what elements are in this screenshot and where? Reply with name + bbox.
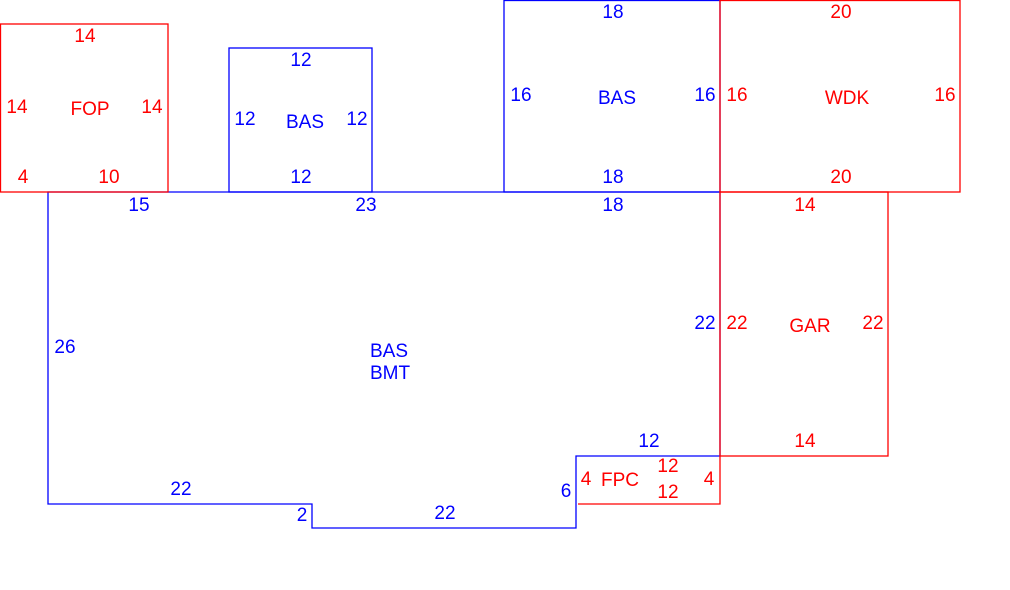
main-label-bmt: BMT bbox=[370, 363, 411, 384]
main-right-dim: 22 bbox=[694, 313, 715, 334]
fpc-outline bbox=[578, 456, 721, 505]
main-notch-top-dim: 12 bbox=[638, 431, 659, 452]
fop-bottom-left-dim: 4 bbox=[18, 167, 29, 188]
gar-labels: 14 22 GAR 22 14 bbox=[726, 195, 883, 452]
bas-upper-label: BAS bbox=[598, 88, 636, 109]
wdk-left-dim: 16 bbox=[726, 85, 747, 106]
fop-outline bbox=[0, 23, 169, 193]
bas-small-labels: 12 12 BAS 12 12 bbox=[234, 50, 367, 188]
bas-small-bottom-dim: 12 bbox=[290, 167, 311, 188]
fop-bottom-dim: 10 bbox=[98, 167, 119, 188]
bas-small-outline bbox=[228, 47, 373, 193]
fpc-top-dim: 12 bbox=[657, 456, 678, 477]
bas-upper-top-dim: 18 bbox=[602, 2, 623, 23]
bas-small-left-dim: 12 bbox=[234, 109, 255, 130]
gar-label: GAR bbox=[789, 316, 830, 337]
bas-upper-labels: 18 16 BAS 16 18 bbox=[510, 2, 715, 188]
main-left-dim: 26 bbox=[54, 337, 75, 358]
gar-top-dim: 14 bbox=[794, 195, 816, 216]
main-notch-side-dim: 6 bbox=[561, 481, 572, 502]
wdk-top-dim: 20 bbox=[830, 2, 851, 23]
fop-top-dim: 14 bbox=[74, 26, 96, 47]
fop-label: FOP bbox=[70, 99, 109, 120]
wdk-labels: 20 16 WDK 16 20 bbox=[726, 2, 955, 188]
gar-right-dim: 22 bbox=[862, 313, 883, 334]
fop-left-dim: 14 bbox=[6, 97, 28, 118]
bas-small-label: BAS bbox=[286, 112, 324, 133]
bas-upper-left-dim: 16 bbox=[510, 85, 531, 106]
gar-left-dim: 22 bbox=[726, 313, 747, 334]
bas-upper-right-dim: 16 bbox=[694, 85, 715, 106]
main-top-left-dim: 15 bbox=[128, 195, 149, 216]
fop-right-dim: 14 bbox=[141, 97, 163, 118]
main-label-bas: BAS bbox=[370, 341, 408, 362]
fpc-labels: 12 4 FPC 4 12 bbox=[581, 456, 715, 503]
wdk-label: WDK bbox=[825, 88, 870, 109]
fop-labels: 14 14 FOP 14 4 10 bbox=[6, 26, 163, 188]
gar-bottom-dim: 14 bbox=[794, 431, 816, 452]
wdk-bottom-dim: 20 bbox=[830, 167, 851, 188]
bas-upper-bottom-dim: 18 bbox=[602, 167, 623, 188]
main-labels: 15 23 18 26 BAS BMT 22 22 2 22 6 12 bbox=[54, 195, 715, 526]
main-bottom-left-dim: 22 bbox=[170, 479, 191, 500]
fpc-bottom-dim: 12 bbox=[657, 482, 678, 503]
fpc-right-dim: 4 bbox=[704, 469, 715, 490]
fpc-left-dim: 4 bbox=[581, 469, 592, 490]
fpc-label: FPC bbox=[601, 470, 639, 491]
main-bottom-mid-dim: 22 bbox=[434, 503, 455, 524]
bas-small-top-dim: 12 bbox=[290, 50, 311, 71]
gar-outline bbox=[719, 191, 889, 457]
main-step-dim: 2 bbox=[297, 505, 308, 526]
main-top-right-dim: 18 bbox=[602, 195, 623, 216]
bas-small-right-dim: 12 bbox=[346, 109, 367, 130]
main-top-mid-dim: 23 bbox=[355, 195, 376, 216]
wdk-right-dim: 16 bbox=[934, 85, 955, 106]
